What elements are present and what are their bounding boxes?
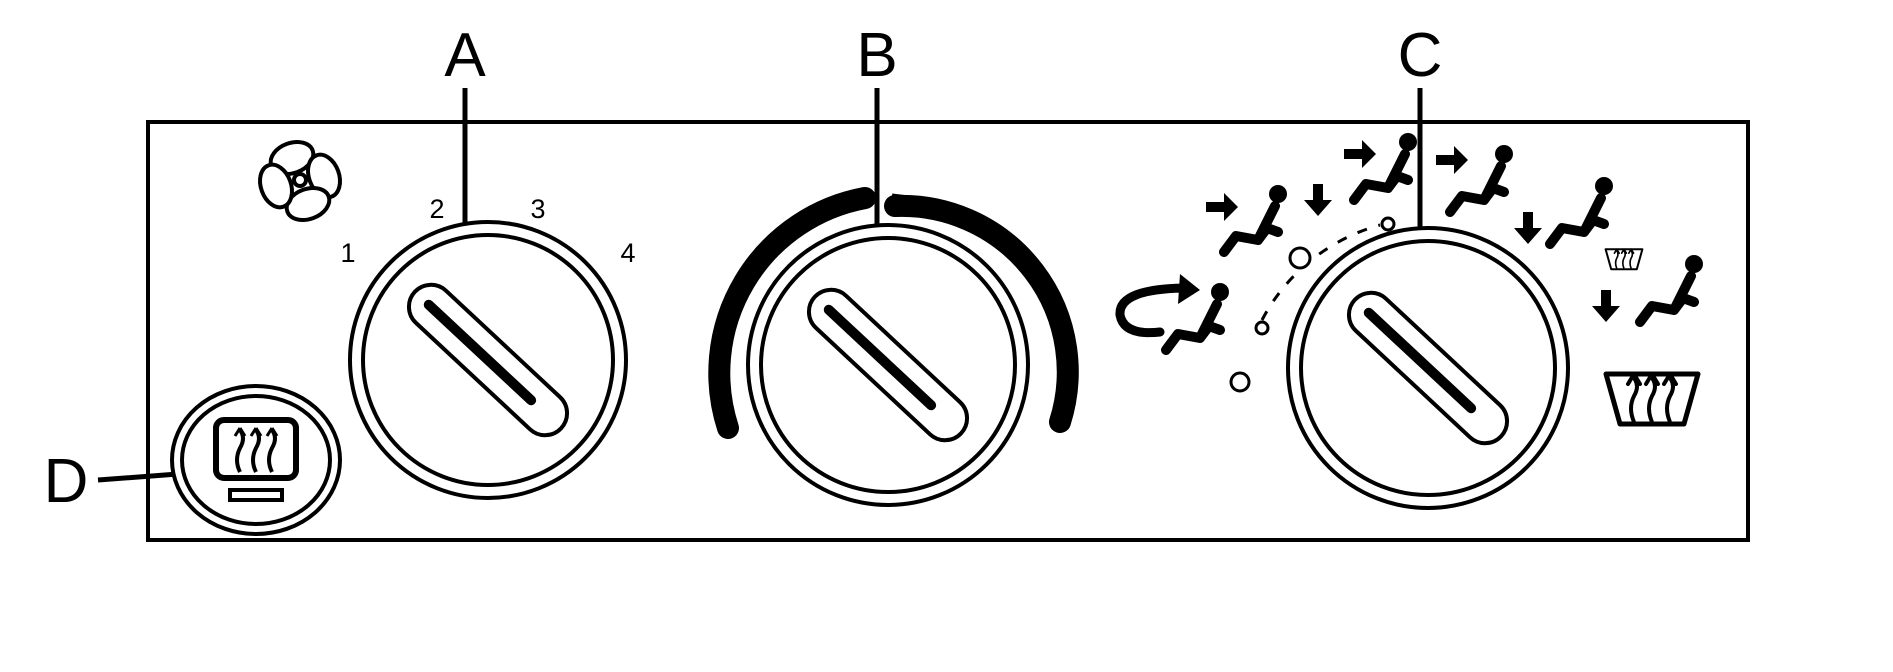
callout-c-label: C: [1398, 21, 1443, 90]
fan-speed-2-label: 2: [429, 194, 444, 224]
recirculation-icon: [1115, 274, 1229, 350]
mode-detent-dot: [1288, 246, 1312, 270]
callout-d-leader: [97, 471, 179, 483]
fan-knob-pointer: [406, 282, 570, 438]
mode-control-group: C: [1115, 21, 1703, 510]
mode-detent-guide: [1260, 223, 1381, 321]
mode-detent-dot: [1254, 320, 1270, 336]
fan-icon: [258, 140, 342, 222]
mode-detent-dot: [1380, 216, 1396, 232]
temperature-arc-right: [884, 194, 1079, 433]
fan-speed-3-label: 3: [530, 194, 545, 224]
fan-speed-1-label: 1: [340, 238, 355, 268]
fan-speed-4-label: 4: [620, 238, 635, 268]
air-mode-knob-pointer: [1346, 290, 1510, 446]
air-mode-knob[interactable]: [1286, 226, 1570, 510]
windshield-defrost-icon: [1606, 374, 1698, 424]
fan-control-group: A 1 2 3 4: [258, 21, 636, 500]
temperature-knob[interactable]: [746, 223, 1030, 507]
rear-defog-group: D: [44, 384, 342, 536]
temperature-arc-tick: [891, 193, 941, 205]
temperature-knob-pointer: [806, 287, 970, 443]
mode-detent-dot: [1229, 371, 1251, 393]
fan-speed-knob[interactable]: [348, 220, 628, 500]
callout-d-label: D: [44, 447, 89, 516]
rear-defog-button[interactable]: [170, 384, 342, 536]
temperature-control-group: B: [708, 21, 1079, 507]
temperature-arc-left: [708, 187, 876, 439]
callout-b-label: B: [856, 21, 897, 90]
callout-a-label: A: [444, 21, 486, 90]
rear-window-defog-icon: [213, 417, 299, 502]
